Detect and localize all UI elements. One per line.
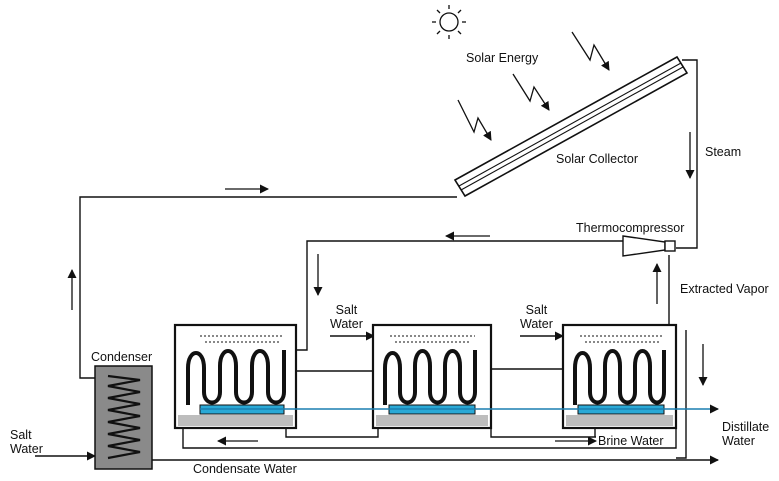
thermocompressor xyxy=(622,235,676,257)
lightning-icon xyxy=(457,31,610,141)
label-solar-collector: Solar Collector xyxy=(556,152,638,166)
salt-water-inlet-line1: Salt xyxy=(10,428,32,442)
distillate-water-line2: Water xyxy=(722,434,755,448)
solar-collector xyxy=(453,55,689,198)
salt-water-effect-2-line1: Salt xyxy=(335,303,358,317)
salt-water-effect-3-line2: Water xyxy=(520,317,553,331)
label-distillate-water: Distillate Water xyxy=(722,420,769,448)
label-thermocompressor: Thermocompressor xyxy=(576,221,685,235)
label-extracted-vapor: Extracted Vapor xyxy=(680,282,769,296)
condenser-unit xyxy=(94,365,153,470)
flow-arrows xyxy=(67,132,708,446)
label-salt-water-inlet: Salt Water xyxy=(10,428,43,456)
label-brine-water: Brine Water xyxy=(598,434,664,448)
distillate-water-line1: Distillate xyxy=(722,420,770,434)
sun-icon xyxy=(432,5,466,39)
salt-water-effect-2-line2: Water xyxy=(330,317,363,331)
label-steam: Steam xyxy=(705,145,742,159)
label-solar-energy: Solar Energy xyxy=(466,51,539,65)
salt-water-inlet-line2: Water xyxy=(10,442,43,456)
label-salt-water-effect-2: Salt Water xyxy=(330,303,363,331)
effect-3 xyxy=(561,323,678,430)
effect-2 xyxy=(371,323,493,430)
label-salt-water-effect-3: Salt Water xyxy=(520,303,553,331)
piping xyxy=(35,59,719,465)
label-condensate-water: Condensate Water xyxy=(193,462,297,476)
effect-1 xyxy=(173,323,298,430)
label-condenser: Condenser xyxy=(91,350,153,364)
salt-water-effect-3-line1: Salt xyxy=(525,303,548,317)
